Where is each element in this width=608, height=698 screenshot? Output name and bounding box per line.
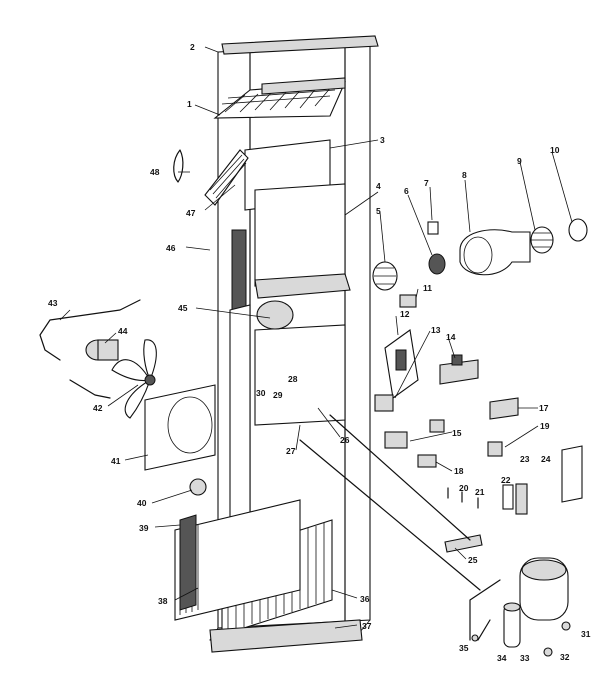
screw-set bbox=[447, 487, 479, 509]
relay bbox=[374, 394, 394, 412]
selector-switch bbox=[399, 294, 417, 308]
top-grille bbox=[261, 77, 346, 95]
condenser-fan-blade bbox=[111, 339, 157, 419]
compressor bbox=[519, 557, 569, 621]
label-21: 21 bbox=[475, 487, 485, 497]
label-22: 22 bbox=[501, 475, 511, 485]
fan-shroud bbox=[144, 384, 216, 471]
label-9: 9 bbox=[517, 156, 522, 166]
capacitor-small bbox=[429, 419, 445, 433]
label-5: 5 bbox=[376, 206, 381, 216]
label-19: 19 bbox=[540, 421, 550, 431]
label-7: 7 bbox=[424, 178, 429, 188]
label-6: 6 bbox=[404, 186, 409, 196]
label-38: 38 bbox=[158, 596, 168, 606]
side-strip bbox=[231, 229, 247, 311]
label-33: 33 bbox=[520, 653, 530, 663]
label-36: 36 bbox=[360, 594, 370, 604]
label-11: 11 bbox=[423, 283, 432, 293]
label-39: 39 bbox=[139, 523, 149, 533]
label-35: 35 bbox=[459, 643, 469, 653]
fan-motor bbox=[85, 339, 119, 361]
air-filter bbox=[213, 81, 346, 119]
label-24: 24 bbox=[541, 454, 551, 464]
run-capacitor bbox=[489, 397, 519, 420]
divider-panel bbox=[229, 304, 251, 526]
mounting-grommet bbox=[543, 647, 553, 657]
label-46: 46 bbox=[166, 243, 176, 253]
overload-switch bbox=[487, 441, 503, 457]
louver-assembly bbox=[204, 149, 249, 206]
label-17: 17 bbox=[539, 403, 549, 413]
label-8: 8 bbox=[462, 170, 467, 180]
label-31: 31 bbox=[581, 629, 591, 639]
mounting-grommet bbox=[561, 621, 571, 631]
label-47: 47 bbox=[186, 208, 196, 218]
label-23: 23 bbox=[520, 454, 530, 464]
power-cord bbox=[173, 149, 184, 183]
label-44: 44 bbox=[118, 326, 128, 336]
control-plate bbox=[384, 329, 419, 399]
label-3: 3 bbox=[380, 135, 385, 145]
blower-shelf bbox=[254, 273, 351, 299]
label-30: 30 bbox=[256, 388, 266, 398]
mounting-grommet bbox=[471, 634, 479, 642]
label-29: 29 bbox=[273, 390, 283, 400]
label-28: 28 bbox=[288, 374, 298, 384]
upper-opening bbox=[254, 183, 346, 287]
terminal-block bbox=[417, 454, 437, 468]
blower-hub bbox=[428, 253, 446, 275]
accumulator bbox=[503, 602, 521, 648]
cover-plate bbox=[561, 445, 583, 503]
label-27: 27 bbox=[286, 446, 296, 456]
label-14: 14 bbox=[446, 332, 456, 342]
label-20: 20 bbox=[459, 483, 469, 493]
label-43: 43 bbox=[48, 298, 58, 308]
blower-wheel-right bbox=[530, 226, 554, 254]
label-34: 34 bbox=[497, 653, 507, 663]
label-40: 40 bbox=[137, 498, 147, 508]
label-48: 48 bbox=[150, 167, 160, 177]
slinger-ring bbox=[568, 218, 588, 242]
heater-element bbox=[179, 514, 197, 611]
label-45: 45 bbox=[178, 303, 188, 313]
drain-pan bbox=[256, 300, 294, 330]
label-13: 13 bbox=[431, 325, 441, 335]
thermostat bbox=[384, 431, 408, 449]
label-42: 42 bbox=[93, 403, 103, 413]
label-12: 12 bbox=[400, 309, 410, 319]
control-compartment bbox=[254, 324, 346, 426]
label-4: 4 bbox=[376, 181, 381, 191]
label-37: 37 bbox=[362, 621, 372, 631]
capacitor-bracket bbox=[502, 484, 514, 510]
base-pan bbox=[209, 619, 363, 653]
label-25: 25 bbox=[468, 555, 478, 565]
label-18: 18 bbox=[454, 466, 464, 476]
rocker-switch bbox=[439, 354, 479, 385]
motor-bracket bbox=[39, 299, 141, 399]
label-10: 10 bbox=[550, 145, 560, 155]
top-panel bbox=[221, 35, 379, 55]
label-1: 1 bbox=[187, 99, 192, 109]
blower-wheel-left bbox=[372, 261, 398, 291]
leader-lines bbox=[59, 46, 573, 629]
label-15: 15 bbox=[452, 428, 462, 438]
thermostat-bulb bbox=[189, 478, 207, 496]
blower-housing bbox=[459, 229, 531, 276]
label-32: 32 bbox=[560, 652, 570, 662]
label-2: 2 bbox=[190, 42, 195, 52]
label-16: 26 bbox=[340, 435, 350, 445]
wire-harness bbox=[444, 534, 483, 553]
refrigerant-tubing bbox=[469, 579, 501, 641]
retaining-clip bbox=[427, 221, 439, 235]
wiring-leads bbox=[299, 414, 481, 591]
start-capacitor bbox=[515, 483, 528, 515]
part-number-labels: 1 2 3 4 5 6 7 8 9 10 11 12 13 14 15 26 1… bbox=[48, 42, 591, 663]
label-41: 41 bbox=[111, 456, 121, 466]
